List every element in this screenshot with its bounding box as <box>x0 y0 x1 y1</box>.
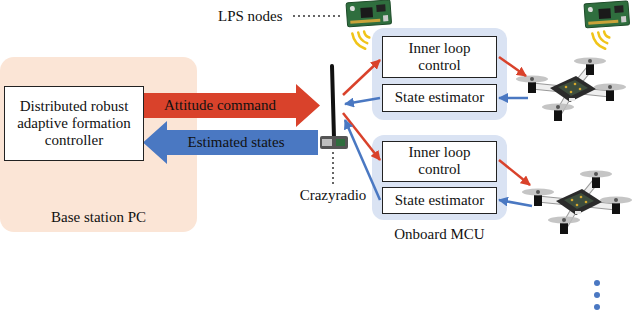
process-box: Inner loop control <box>382 141 497 182</box>
lps-leader <box>293 16 342 17</box>
state-arrow <box>345 98 380 104</box>
process-label: Inner loop control <box>389 144 490 179</box>
process-box: Inner loop control <box>382 36 497 78</box>
radio-waves <box>352 34 365 49</box>
process-box: State estimator <box>382 187 497 214</box>
process-label: State estimator <box>395 192 485 209</box>
more-dots <box>594 292 600 298</box>
radio-waves <box>592 34 605 49</box>
quadcopter <box>522 171 632 235</box>
callout-label: LPS nodes <box>218 8 283 25</box>
process-label: State estimator <box>395 89 485 106</box>
device-label: Crazyradio <box>300 187 367 204</box>
crazyradio-leader <box>333 152 334 184</box>
panel-title: Onboard MCU <box>394 226 484 243</box>
crazyradio-dongle <box>336 139 345 146</box>
signal-label: Attitude command <box>164 97 276 114</box>
mcu-panel: Onboard MCUInner loop controlState estim… <box>372 135 507 220</box>
crazyradio-leader <box>332 152 334 184</box>
radio-waves <box>358 32 367 43</box>
command-arrow <box>499 160 530 185</box>
crazyradio-dongle <box>320 66 348 149</box>
more-dots <box>594 280 600 310</box>
state-arrow <box>345 98 532 206</box>
radio-waves <box>364 31 369 37</box>
state-arrow <box>499 200 532 206</box>
command-arrow <box>499 57 526 76</box>
command-arrow <box>343 113 380 160</box>
radio-waves <box>604 31 609 37</box>
state-arrow <box>499 97 528 100</box>
lps-node-board <box>584 1 630 28</box>
radio-waves <box>598 32 607 43</box>
more-dots <box>594 280 600 286</box>
mcu-panel: Inner loop controlState estimator <box>372 28 507 120</box>
signal-label: Estimated states <box>187 134 284 151</box>
process-label: Inner loop control <box>389 40 490 75</box>
state-block-arrow <box>143 121 318 164</box>
command-arrow <box>343 60 380 95</box>
more-dots <box>594 304 600 310</box>
quadcopter <box>516 58 626 122</box>
command-arrow <box>343 57 530 185</box>
lps-node-board <box>346 0 392 27</box>
process-label: Distributed robust adaptive formation co… <box>11 98 137 150</box>
panel-title: Base station PC <box>51 209 146 226</box>
crazyradio-dongle <box>332 66 334 138</box>
crazyradio-dongle <box>320 136 348 149</box>
command-block-arrow <box>143 84 320 127</box>
crazyradio-dongle <box>322 139 332 146</box>
lps-leader <box>293 15 342 17</box>
controller-box: Distributed robust adaptive formation co… <box>4 86 144 161</box>
process-box: State estimator <box>382 84 497 112</box>
